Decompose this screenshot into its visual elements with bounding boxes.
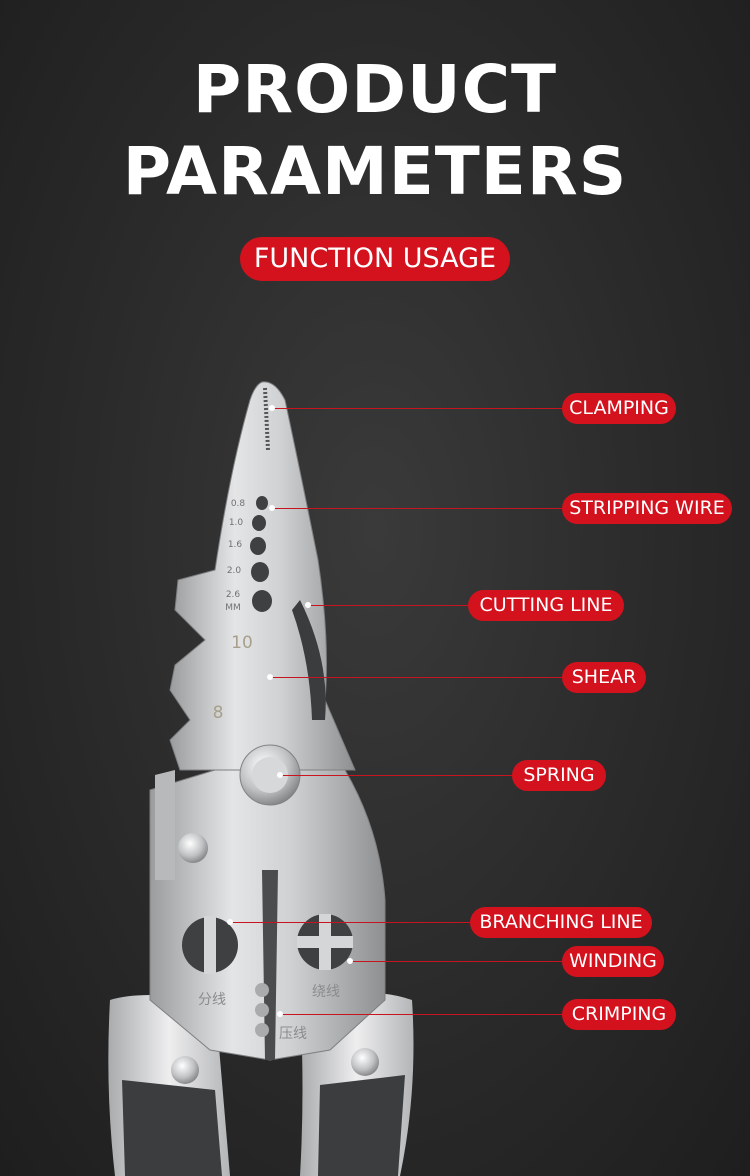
- shear-marker: [267, 674, 273, 680]
- gauge-1-6: 1.6: [228, 540, 243, 550]
- gauge-1-0: 1.0: [229, 518, 244, 528]
- gauge-unit: MM: [225, 603, 241, 613]
- split-wire-marking: 分线: [198, 992, 226, 1008]
- shear-label: SHEAR: [562, 662, 646, 693]
- branching-line-leader-line: [230, 922, 470, 923]
- spring-marker: [277, 772, 283, 778]
- page-title-line-2: PARAMETERS: [122, 133, 628, 210]
- side-rivet: [178, 833, 208, 863]
- clamping-label: CLAMPING: [562, 393, 676, 424]
- winding-leader-line: [350, 961, 562, 962]
- cutting-line-marker: [305, 602, 311, 608]
- function-usage-badge: FUNCTION USAGE: [240, 237, 510, 281]
- stripping-wire-marker: [269, 505, 275, 511]
- gauge-2-6: 2.6: [226, 590, 241, 600]
- cutting-line-label: CUTTING LINE: [468, 590, 624, 621]
- crimping-label: CRIMPING: [562, 999, 676, 1030]
- size-number-10: 10: [231, 633, 253, 653]
- winding-label: WINDING: [562, 946, 664, 977]
- branching-line-marker: [227, 919, 233, 925]
- branching-line-label: BRANCHING LINE: [470, 907, 652, 938]
- stripping-wire-label: STRIPPING WIRE: [562, 493, 732, 524]
- page-title-line-1: PRODUCT: [192, 51, 558, 128]
- stripping-wire-leader-line: [272, 508, 562, 509]
- stripping-holes: [250, 496, 272, 612]
- left-handle-rivet: [171, 1056, 199, 1084]
- shear-leader-line: [270, 677, 562, 678]
- cutting-line-leader-line: [308, 605, 468, 606]
- crimping-leader-line: [280, 1014, 562, 1015]
- gauge-2-0: 2.0: [227, 566, 242, 576]
- spring-leader-line: [280, 775, 512, 776]
- gauge-0-8: 0.8: [231, 499, 246, 509]
- wind-wire-marking: 绕线: [312, 984, 340, 1000]
- clamping-leader-line: [272, 408, 562, 409]
- winding-marker: [347, 958, 353, 964]
- crimping-marker: [277, 1011, 283, 1017]
- clamping-marker: [269, 405, 275, 411]
- press-wire-marking: 压线: [279, 1026, 307, 1042]
- spring-label: SPRING: [512, 760, 606, 791]
- right-handle-rivet: [351, 1048, 379, 1076]
- size-number-8: 8: [213, 703, 224, 723]
